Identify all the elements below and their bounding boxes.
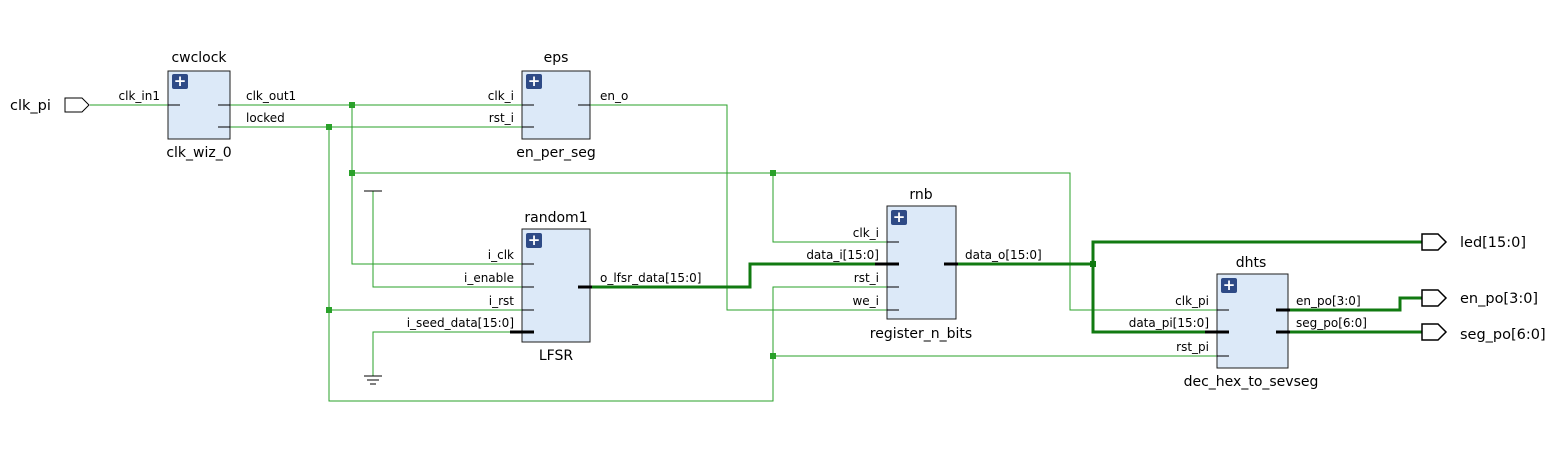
svg-text:+: +: [893, 208, 906, 226]
block-module-name: register_n_bits: [870, 326, 972, 342]
svg-text:+: +: [1223, 276, 1236, 294]
port-label-clk-pi: clk_pi: [10, 98, 51, 114]
pin-label: i_enable: [464, 271, 514, 285]
net-clk-out1[interactable]: [230, 104, 1217, 311]
block-instance-name: cwclock: [171, 50, 227, 66]
block-eps[interactable]: eps + clk_i rst_i en_o en_per_seg: [488, 50, 629, 161]
port-label-seg-po: seg_po[6:0]: [1460, 327, 1546, 343]
pin-label: rst_i: [854, 271, 879, 285]
junctions: [326, 102, 1096, 359]
block-instance-name: eps: [544, 50, 569, 66]
pin-label: locked: [246, 111, 285, 125]
pin-label: data_pi[15:0]: [1129, 316, 1209, 330]
block-instance-name: rnb: [909, 187, 932, 203]
port-led[interactable]: led[15:0]: [1421, 233, 1526, 251]
block-rnb[interactable]: rnb + clk_i data_i[15:0] rst_i we_i data…: [806, 187, 1041, 342]
bus-lfsr-data[interactable]: [592, 262, 887, 289]
pin-label: data_i[15:0]: [806, 248, 879, 262]
plus-icon[interactable]: [891, 210, 907, 225]
ground-icon: [364, 375, 382, 385]
pin-label: we_i: [852, 294, 879, 308]
port-label-en-po: en_po[3:0]: [1460, 291, 1538, 307]
pin-label: en_po[3:0]: [1296, 294, 1361, 308]
buses: [592, 240, 1422, 334]
bus-data-o[interactable]: [956, 240, 1422, 334]
port-clk-pi[interactable]: clk_pi: [10, 97, 90, 114]
nets: [90, 104, 1217, 402]
pin-label: clk_pi: [1175, 294, 1209, 308]
pin-label: seg_po[6:0]: [1296, 316, 1367, 330]
net-i-enable[interactable]: [372, 191, 522, 288]
block-module-name: clk_wiz_0: [166, 145, 231, 161]
net-locked[interactable]: [230, 126, 1217, 402]
pin-label: rst_i: [489, 111, 514, 125]
block-instance-name: dhts: [1236, 255, 1267, 271]
svg-text:+: +: [528, 72, 541, 90]
net-en-o[interactable]: [590, 104, 887, 311]
plus-icon[interactable]: [1221, 278, 1237, 293]
port-label-led: led[15:0]: [1460, 235, 1526, 251]
block-module-name: en_per_seg: [516, 145, 596, 161]
pin-label: i_clk: [488, 248, 514, 262]
block-random1[interactable]: random1 + i_clk i_enable i_rst i_seed_da…: [407, 210, 702, 364]
port-en-po[interactable]: en_po[3:0]: [1421, 289, 1538, 307]
pin-label: o_lfsr_data[15:0]: [600, 271, 701, 285]
output-port-icon: [1421, 233, 1448, 251]
svg-text:+: +: [528, 231, 541, 249]
bus-en-po[interactable]: [1288, 296, 1422, 312]
block-dhts[interactable]: dhts + clk_pi data_pi[15:0] rst_pi en_po…: [1129, 255, 1367, 390]
pin-label: clk_out1: [246, 89, 296, 103]
block-module-name: dec_hex_to_sevseg: [1184, 374, 1319, 390]
port-seg-po[interactable]: seg_po[6:0]: [1421, 323, 1546, 343]
pin-label: rst_pi: [1176, 340, 1209, 354]
input-port-icon: [64, 97, 90, 113]
pin-label: clk_i: [853, 226, 879, 240]
pin-label: data_o[15:0]: [965, 248, 1042, 262]
block-cwclock[interactable]: cwclock + clk_in1 clk_out1 locked clk_wi…: [119, 50, 297, 161]
pin-label: clk_in1: [119, 89, 160, 103]
svg-text:+: +: [174, 72, 187, 90]
pin-label: i_rst: [489, 294, 515, 308]
plus-icon[interactable]: [526, 233, 542, 248]
block-module-name: LFSR: [539, 348, 573, 364]
net-i-seed[interactable]: [372, 331, 522, 376]
plus-icon[interactable]: [526, 74, 542, 89]
pin-label: clk_i: [488, 89, 514, 103]
plus-icon[interactable]: [172, 74, 188, 89]
block-instance-name: random1: [524, 210, 587, 226]
pin-label: i_seed_data[15:0]: [407, 316, 514, 330]
pin-label: en_o: [600, 89, 628, 103]
output-port-icon: [1421, 289, 1448, 307]
output-port-icon: [1421, 323, 1448, 341]
